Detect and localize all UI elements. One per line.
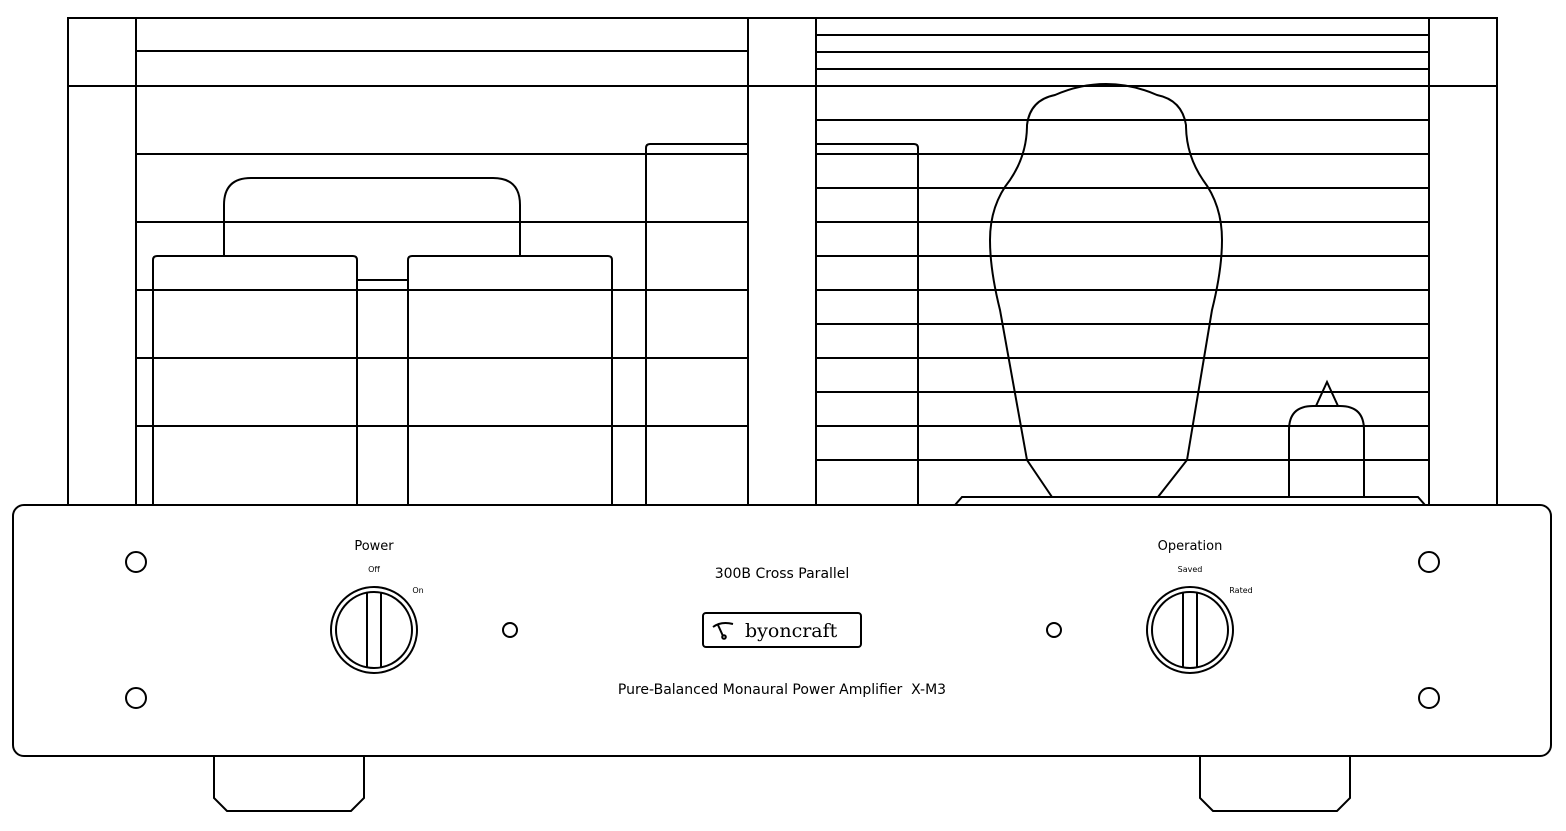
power-on-label: On bbox=[412, 586, 423, 595]
300b-tube bbox=[954, 82, 1426, 506]
screw-icon bbox=[125, 687, 147, 709]
operation-label: Operation bbox=[1158, 539, 1223, 554]
left-foot bbox=[213, 756, 365, 812]
right-foot bbox=[1199, 756, 1351, 812]
model-text: Pure-Balanced Monaural Power Amplifier X… bbox=[618, 682, 946, 698]
operation-rated-label: Rated bbox=[1229, 586, 1252, 595]
cage bbox=[67, 17, 1498, 505]
left-grille-bars bbox=[136, 50, 748, 427]
screw-icon bbox=[1418, 551, 1440, 573]
choke bbox=[645, 143, 919, 505]
panel-screws bbox=[125, 551, 1440, 709]
cage-frame bbox=[67, 17, 1498, 505]
meter-needle-icon bbox=[712, 622, 734, 640]
driver-tube bbox=[1288, 379, 1365, 497]
right-grille-bars bbox=[816, 34, 1429, 461]
front-panel bbox=[12, 504, 1552, 757]
right-indicator-led bbox=[1046, 622, 1062, 638]
brand-name: byoncraft bbox=[745, 620, 838, 642]
brand-logo: byoncraft bbox=[702, 612, 862, 648]
left-indicator-led bbox=[502, 622, 518, 638]
power-knob[interactable] bbox=[330, 586, 418, 674]
operation-knob[interactable] bbox=[1146, 586, 1234, 674]
screw-icon bbox=[1418, 687, 1440, 709]
screw-icon bbox=[125, 551, 147, 573]
power-off-label: Off bbox=[368, 565, 380, 574]
subtitle-text: 300B Cross Parallel bbox=[715, 566, 850, 582]
operation-saved-label: Saved bbox=[1178, 565, 1203, 574]
power-label: Power bbox=[354, 539, 394, 554]
output-transformers bbox=[152, 177, 613, 505]
